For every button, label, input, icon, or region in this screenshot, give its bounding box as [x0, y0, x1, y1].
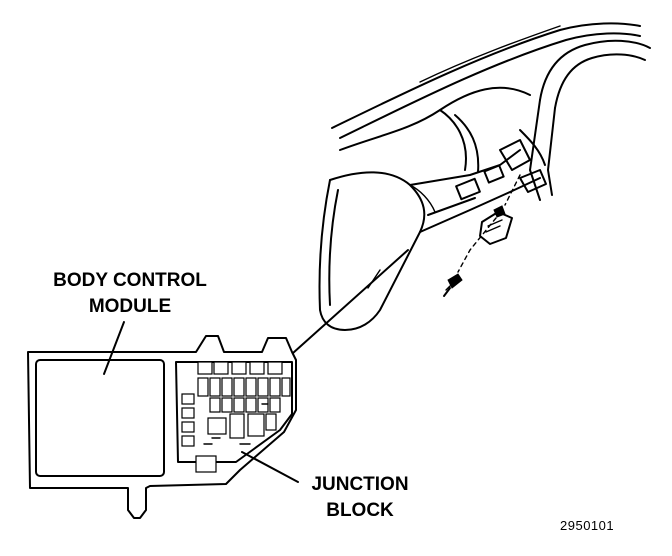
- junction-block-label: JUNCTION BLOCK: [290, 472, 430, 524]
- body-control-module-label-line2: MODULE: [88, 296, 172, 317]
- junction-block-label-line1: JUNCTION: [311, 474, 409, 495]
- fuse-array: [181, 361, 291, 473]
- body-control-module-label-line1: BODY CONTROL: [53, 270, 207, 291]
- figure-number: 2950101: [560, 518, 615, 533]
- junction-block-assembly: [27, 335, 297, 519]
- bcm-leader-line: [103, 321, 125, 375]
- body-control-module: [35, 359, 165, 477]
- instrument-panel-drawing: [292, 22, 651, 354]
- junction-block-label-line2: BLOCK: [326, 500, 394, 521]
- screw-icon: [443, 273, 463, 297]
- body-control-module-label: BODY CONTROL MODULE: [40, 268, 220, 320]
- junction-block-leader-line: [241, 451, 299, 483]
